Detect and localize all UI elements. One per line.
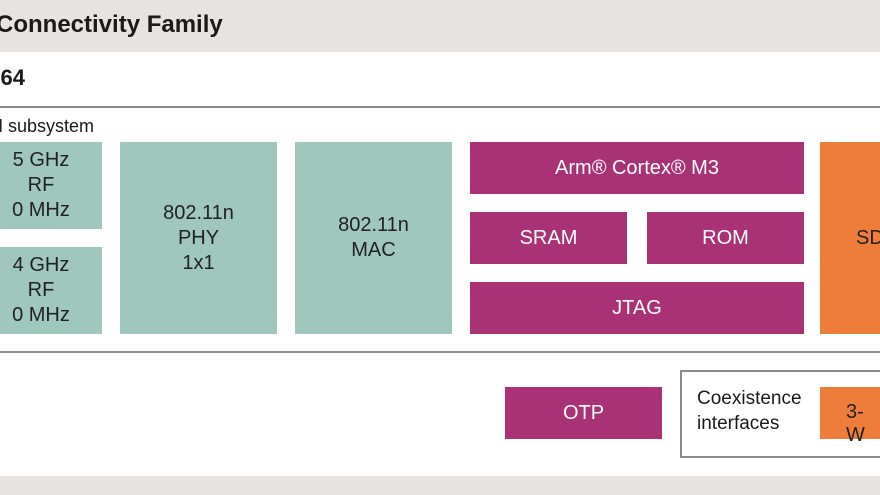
three-wire-block: 3-W xyxy=(820,387,880,446)
rf-5ghz-block: 5 GHz RF 0 MHz xyxy=(0,142,102,229)
cortex-m3-block: Arm® Cortex® M3 xyxy=(470,142,804,194)
otp-block: OTP xyxy=(505,387,662,439)
diagram-title: s Connectivity Family xyxy=(0,11,223,38)
three-wire-label: 3-W xyxy=(846,401,865,446)
sd-block: SD xyxy=(820,142,880,334)
footer-bar xyxy=(0,476,880,495)
jtag-block: JTAG xyxy=(470,282,804,334)
sd-label: SD xyxy=(856,227,880,249)
coexistence-label: Coexistence interfaces xyxy=(697,388,802,434)
subsystem-label: N subsystem xyxy=(0,116,95,136)
chip-name: 3364 xyxy=(0,65,25,90)
rf-24ghz-block: 4 GHz RF 0 MHz xyxy=(0,247,102,334)
phy-block: 802.11n PHY 1x1 xyxy=(120,142,277,334)
subsystem-divider xyxy=(0,351,880,353)
chip-divider xyxy=(0,106,880,108)
rom-block: ROM xyxy=(647,212,804,264)
mac-block: 802.11n MAC xyxy=(295,142,452,334)
title-bar xyxy=(0,0,880,52)
sram-block: SRAM xyxy=(470,212,627,264)
